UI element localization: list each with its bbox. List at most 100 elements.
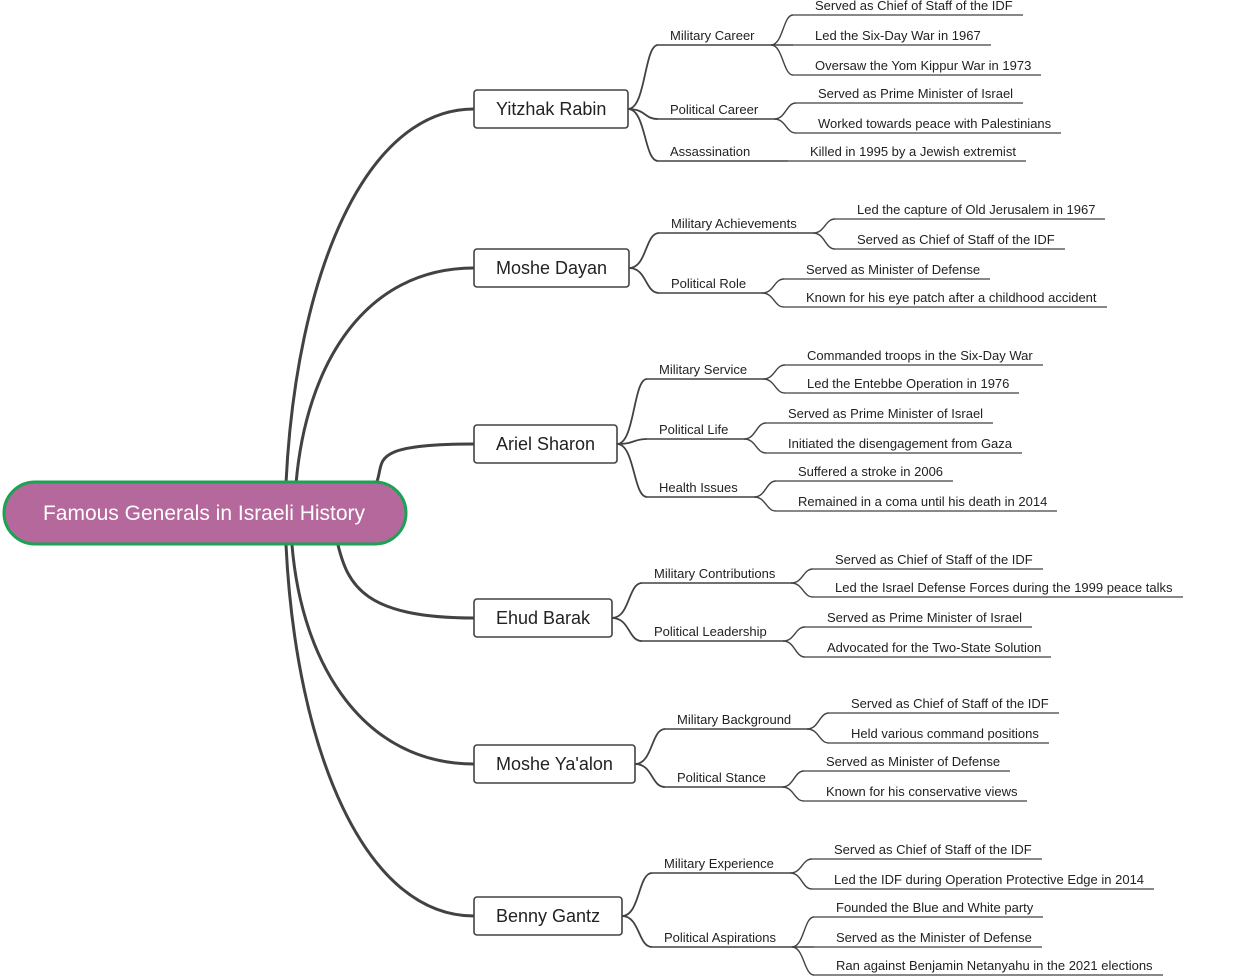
- fact-label[interactable]: Served as Prime Minister of Israel: [818, 86, 1013, 101]
- fact-branch-line: [789, 872, 813, 890]
- fact-label[interactable]: Initiated the disengagement from Gaza: [788, 436, 1013, 451]
- fact-label[interactable]: Killed in 1995 by a Jewish extremist: [810, 144, 1016, 159]
- fact-label[interactable]: Oversaw the Yom Kippur War in 1973: [815, 58, 1031, 73]
- fact-branch-line: [812, 218, 836, 234]
- fact-branch-line: [806, 728, 830, 744]
- fact-label[interactable]: Served as Minister of Defense: [806, 262, 980, 277]
- general-node[interactable]: Moshe Dayan: [473, 248, 630, 288]
- fact-label[interactable]: Held various command positions: [851, 726, 1039, 741]
- fact-label[interactable]: Commanded troops in the Six-Day War: [807, 348, 1033, 363]
- fact-branch-line: [782, 640, 806, 658]
- category-branch-line: [627, 108, 659, 162]
- fact-branch-line: [762, 378, 786, 394]
- general-node-box: [473, 424, 618, 464]
- category-branch-line: [616, 438, 648, 445]
- general-node-box: [473, 896, 623, 936]
- fact-branch-line: [761, 278, 785, 294]
- fact-label[interactable]: Ran against Benjamin Netanyahu in the 20…: [836, 958, 1153, 973]
- general-node-name: Moshe Dayan: [496, 258, 607, 278]
- fact-branch-line: [812, 232, 836, 250]
- general-node[interactable]: Yitzhak Rabin: [473, 89, 629, 129]
- general-node-name: Yitzhak Rabin: [496, 99, 606, 119]
- fact-branch-line: [770, 14, 794, 46]
- fact-label[interactable]: Served as Chief of Staff of the IDF: [851, 696, 1049, 711]
- fact-branch-line: [790, 568, 814, 584]
- root-branch-line: [290, 544, 475, 766]
- fact-label[interactable]: Known for his conservative views: [826, 784, 1018, 799]
- category-label[interactable]: Military Career: [670, 28, 755, 43]
- fact-label[interactable]: Led the IDF during Operation Protective …: [834, 872, 1144, 887]
- category-branch-line: [621, 872, 653, 917]
- category-branch-line: [611, 582, 643, 619]
- fact-branch-line: [770, 44, 794, 76]
- fact-label[interactable]: Founded the Blue and White party: [836, 900, 1034, 915]
- fact-branch-line: [806, 712, 830, 730]
- category-label[interactable]: Political Leadership: [654, 624, 767, 639]
- category-label[interactable]: Health Issues: [659, 480, 738, 495]
- fact-branch-line: [753, 496, 777, 512]
- fact-branch-line: [743, 438, 767, 454]
- general-node[interactable]: Ariel Sharon: [473, 424, 618, 464]
- fact-branch-line: [743, 422, 767, 440]
- general-node-box: [473, 744, 636, 784]
- category-label[interactable]: Political Career: [670, 102, 759, 117]
- fact-label[interactable]: Suffered a stroke in 2006: [798, 464, 943, 479]
- category-branch-line: [627, 44, 659, 110]
- category-label[interactable]: Assassination: [670, 144, 750, 159]
- category-label[interactable]: Military Service: [659, 362, 747, 377]
- fact-label[interactable]: Advocated for the Two-State Solution: [827, 640, 1041, 655]
- fact-label[interactable]: Served as Prime Minister of Israel: [827, 610, 1022, 625]
- root-branch-line: [374, 442, 475, 485]
- fact-label[interactable]: Led the Israel Defense Forces during the…: [835, 580, 1173, 595]
- category-label[interactable]: Military Experience: [664, 856, 774, 871]
- fact-label[interactable]: Served as Chief of Staff of the IDF: [834, 842, 1032, 857]
- fact-label[interactable]: Remained in a coma until his death in 20…: [798, 494, 1047, 509]
- category-label[interactable]: Military Background: [677, 712, 791, 727]
- category-branch-line: [628, 232, 660, 269]
- category-label[interactable]: Military Contributions: [654, 566, 776, 581]
- fact-label[interactable]: Served as Chief of Staff of the IDF: [835, 552, 1033, 567]
- connector-lines: [284, 14, 1183, 976]
- category-branch-line: [616, 443, 648, 498]
- root-node[interactable]: Famous Generals in Israeli History: [2, 480, 408, 546]
- fact-branch-line: [791, 946, 815, 976]
- fact-branch-line: [773, 118, 797, 134]
- general-node-name: Ehud Barak: [496, 608, 591, 628]
- fact-label[interactable]: Known for his eye patch after a childhoo…: [806, 290, 1097, 305]
- fact-label[interactable]: Worked towards peace with Palestinians: [818, 116, 1052, 131]
- fact-label[interactable]: Served as Minister of Defense: [826, 754, 1000, 769]
- category-label[interactable]: Military Achievements: [671, 216, 797, 231]
- general-node[interactable]: Moshe Ya'alon: [473, 744, 636, 784]
- category-label[interactable]: Political Stance: [677, 770, 766, 785]
- fact-label[interactable]: Led the Entebbe Operation in 1976: [807, 376, 1009, 391]
- category-branch-line: [616, 378, 648, 445]
- general-node-box: [473, 89, 629, 129]
- fact-branch-line: [782, 626, 806, 642]
- root-branch-line: [284, 544, 475, 918]
- category-label[interactable]: Political Life: [659, 422, 728, 437]
- fact-label[interactable]: Led the Six-Day War in 1967: [815, 28, 981, 43]
- general-node-box: [473, 598, 613, 638]
- category-branch-line: [611, 617, 643, 642]
- fact-branch-line: [790, 582, 814, 598]
- category-label[interactable]: Political Aspirations: [664, 930, 776, 945]
- category-branch-line: [634, 728, 666, 765]
- fact-label[interactable]: Served as Prime Minister of Israel: [788, 406, 983, 421]
- category-label[interactable]: Political Role: [671, 276, 746, 291]
- category-branch-line: [621, 915, 653, 948]
- general-node-box: [473, 248, 630, 288]
- fact-label[interactable]: Served as the Minister of Defense: [836, 930, 1032, 945]
- fact-branch-line: [781, 770, 805, 788]
- category-branch-line: [628, 267, 660, 294]
- fact-branch-line: [753, 480, 777, 498]
- category-branch-line: [634, 763, 666, 788]
- general-node-name: Benny Gantz: [496, 906, 600, 926]
- mind-map-nodes: Famous Generals in Israeli History Yitzh…: [2, 0, 1173, 973]
- fact-label[interactable]: Led the capture of Old Jerusalem in 1967: [857, 202, 1095, 217]
- fact-branch-line: [789, 858, 813, 874]
- general-node[interactable]: Benny Gantz: [473, 896, 623, 936]
- fact-label[interactable]: Served as Chief of Staff of the IDF: [857, 232, 1055, 247]
- root-branch-line: [336, 544, 475, 620]
- general-node[interactable]: Ehud Barak: [473, 598, 613, 638]
- fact-label[interactable]: Served as Chief of Staff of the IDF: [815, 0, 1013, 13]
